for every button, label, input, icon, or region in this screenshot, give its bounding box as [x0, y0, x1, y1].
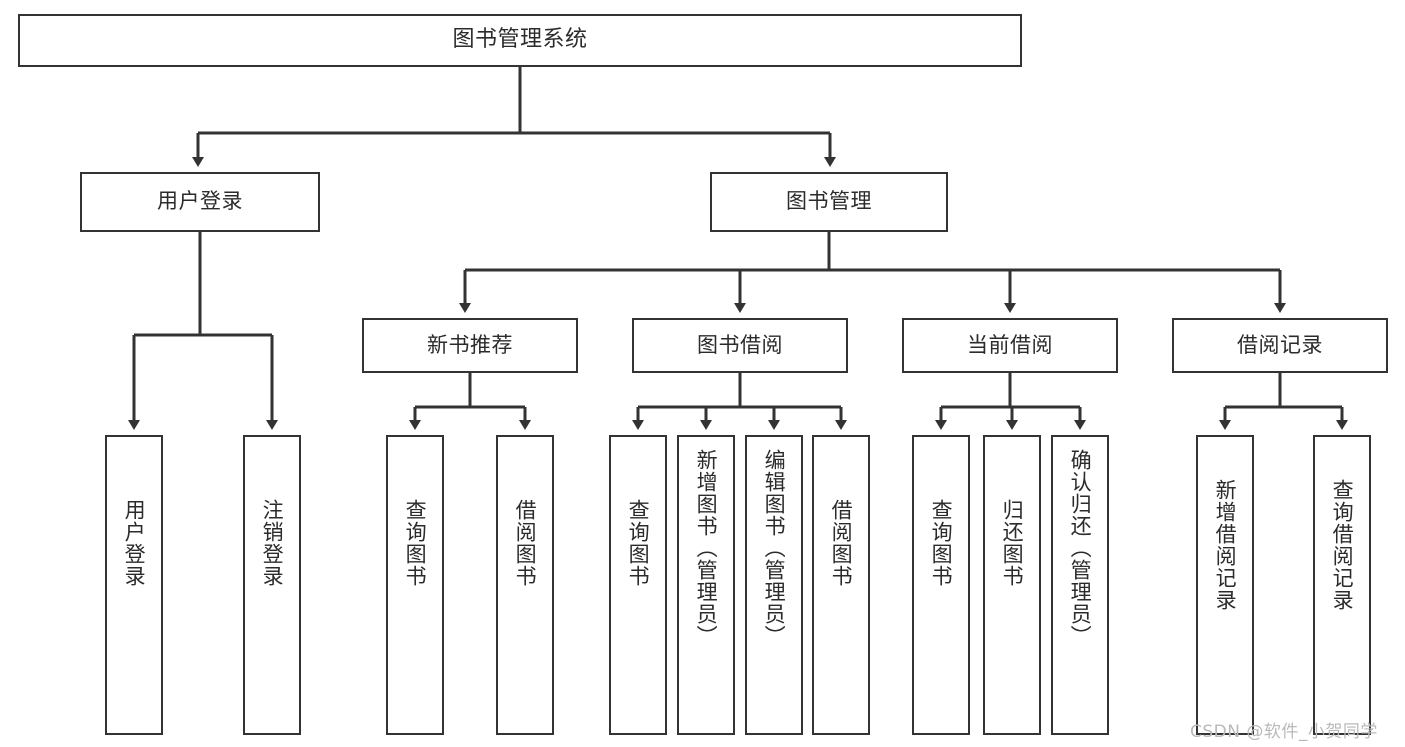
leaf-current-return-book[interactable]: 归还图书 — [983, 435, 1041, 735]
node-label: 用户登录 — [157, 189, 243, 214]
node-label: 查询借阅记录 — [1330, 479, 1355, 611]
node-label: 注销登录 — [260, 499, 285, 587]
node-book-borrow[interactable]: 图书借阅 — [632, 318, 848, 373]
node-user-login[interactable]: 用户登录 — [80, 172, 320, 232]
node-label: 新增借阅记录 — [1213, 479, 1238, 611]
leaf-current-query-book[interactable]: 查询图书 — [912, 435, 970, 735]
node-label: 查询图书 — [626, 499, 651, 587]
leaf-user-login-logout[interactable]: 注销登录 — [243, 435, 301, 735]
node-label: 新增图书（管理员） — [694, 449, 719, 647]
leaf-new-book-query[interactable]: 查询图书 — [386, 435, 444, 735]
node-label: 借阅记录 — [1237, 332, 1323, 357]
leaf-record-add-record[interactable]: 新增借阅记录 — [1196, 435, 1254, 735]
node-label: 用户登录 — [122, 499, 147, 587]
node-root-book-management-system[interactable]: 图书管理系统 — [18, 14, 1022, 67]
csdn-watermark: CSDN @软件_小贺同学 — [1190, 722, 1378, 742]
node-label: 编辑图书（管理员） — [762, 449, 787, 647]
node-label: 借阅图书 — [829, 499, 854, 587]
node-book-management[interactable]: 图书管理 — [710, 172, 948, 232]
node-label: 归还图书 — [1000, 499, 1025, 587]
node-label: 查询图书 — [929, 499, 954, 587]
leaf-user-login-login[interactable]: 用户登录 — [105, 435, 163, 735]
leaf-borrow-edit-book-admin[interactable]: 编辑图书（管理员） — [745, 435, 803, 735]
node-label: 查询图书 — [403, 499, 428, 587]
node-label: 图书管理 — [786, 189, 872, 214]
leaf-borrow-borrow-book[interactable]: 借阅图书 — [812, 435, 870, 735]
leaf-current-confirm-return-admin[interactable]: 确认归还（管理员） — [1051, 435, 1109, 735]
leaf-borrow-add-book-admin[interactable]: 新增图书（管理员） — [677, 435, 735, 735]
node-label: 确认归还（管理员） — [1068, 449, 1093, 647]
node-new-book-recommend[interactable]: 新书推荐 — [362, 318, 578, 373]
node-current-borrow[interactable]: 当前借阅 — [902, 318, 1118, 373]
node-label: 当前借阅 — [967, 332, 1053, 357]
leaf-borrow-query-book[interactable]: 查询图书 — [609, 435, 667, 735]
node-borrow-record[interactable]: 借阅记录 — [1172, 318, 1388, 373]
leaf-new-book-borrow[interactable]: 借阅图书 — [496, 435, 554, 735]
leaf-record-query-record[interactable]: 查询借阅记录 — [1313, 435, 1371, 735]
node-label: 新书推荐 — [427, 332, 513, 357]
node-label: 借阅图书 — [513, 499, 538, 587]
node-label: 图书借阅 — [697, 332, 783, 357]
node-label: 图书管理系统 — [452, 27, 588, 53]
